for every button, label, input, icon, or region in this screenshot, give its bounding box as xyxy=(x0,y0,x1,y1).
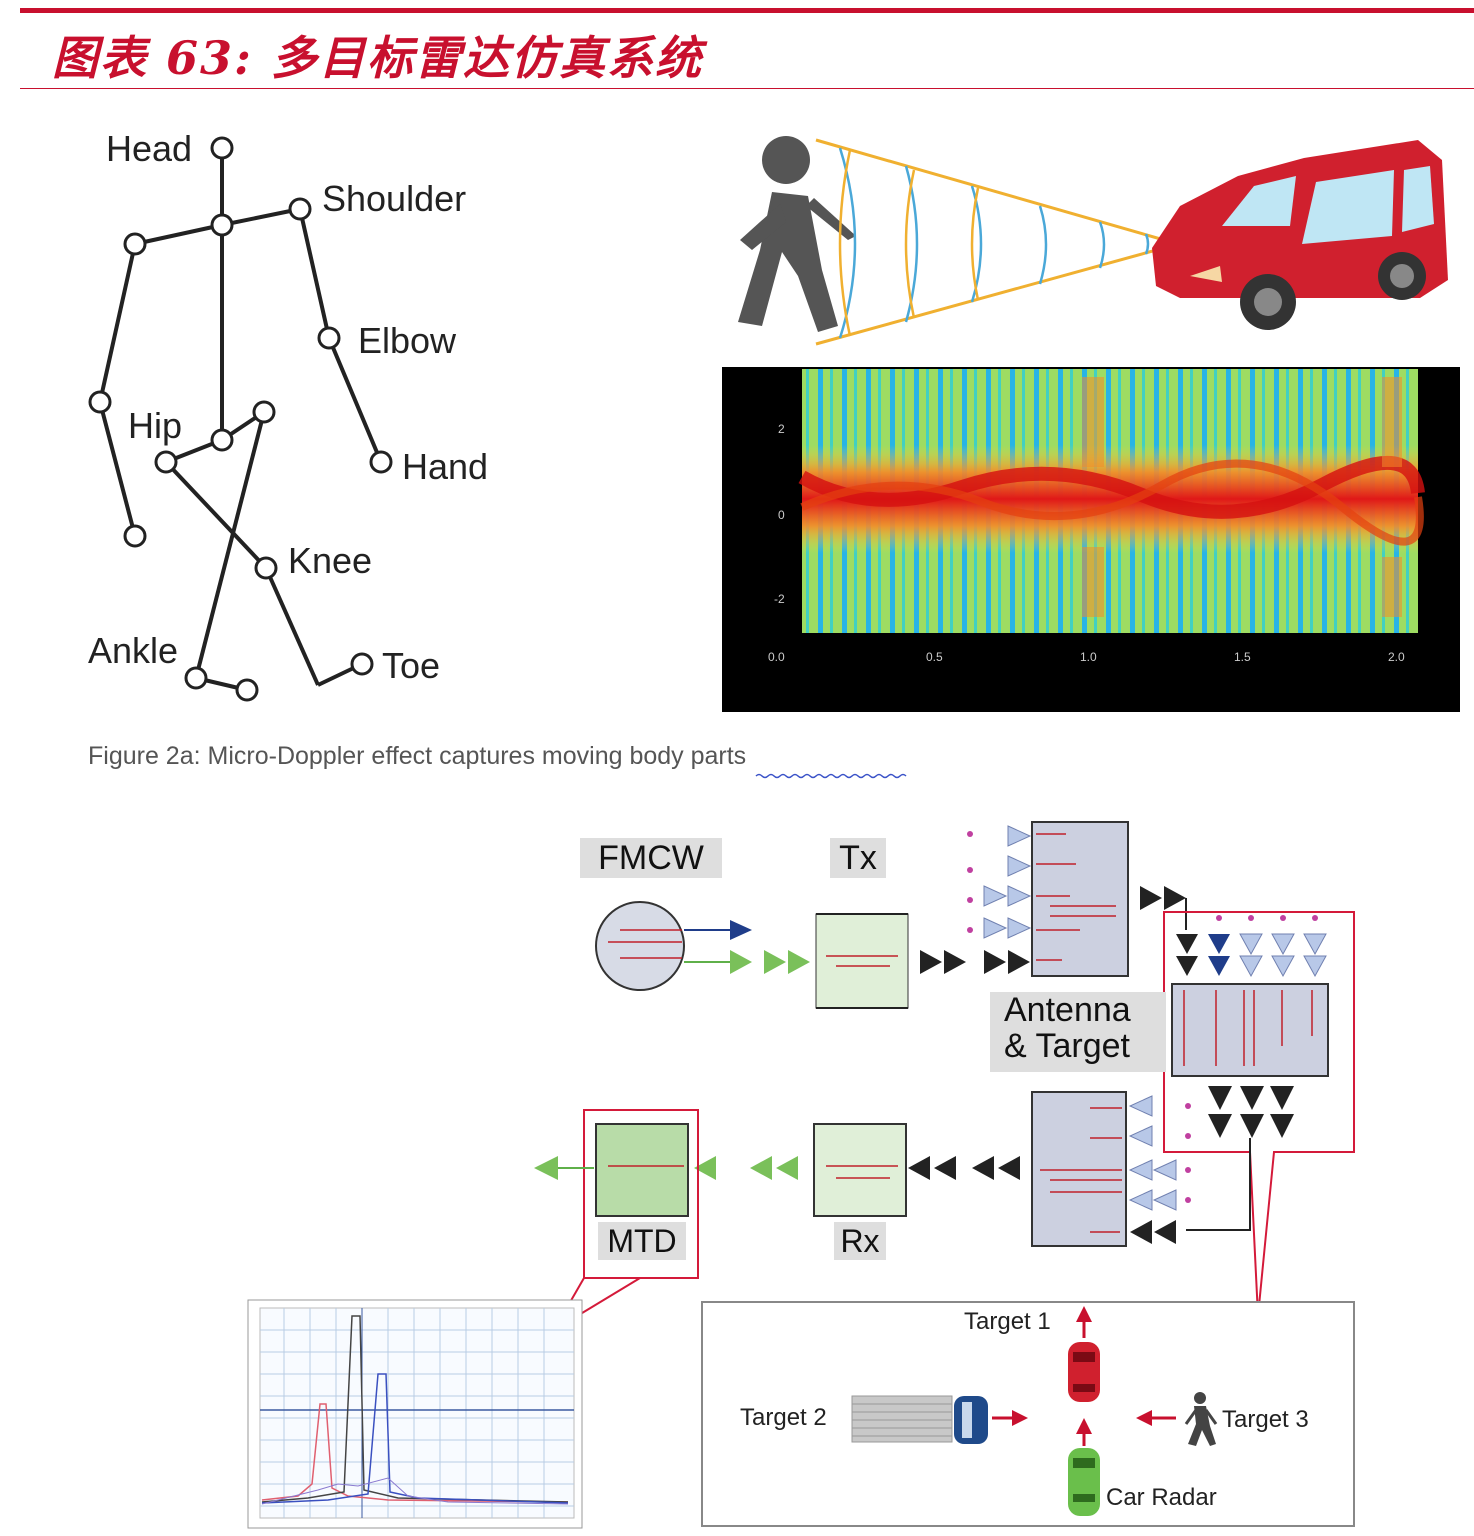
spec-ytick-1: 0 xyxy=(778,508,785,522)
target3-label: Target 3 xyxy=(1222,1406,1309,1433)
car-radar-icon xyxy=(1068,1418,1100,1516)
spec-xtick-4: 2.0 xyxy=(1388,650,1405,664)
spellcheck-underline xyxy=(755,773,907,779)
antenna-target-label: Antenna & Target xyxy=(990,992,1166,1072)
spec-xtick-0: 0.0 xyxy=(768,650,785,664)
label-ankle: Ankle xyxy=(88,630,179,671)
spec-xtick-1: 0.5 xyxy=(926,650,943,664)
spec-ytick-2: -2 xyxy=(774,592,785,606)
mtd-output-plot xyxy=(247,1299,583,1529)
pedestrian-radar-illustration xyxy=(738,136,1448,346)
target2-truck-icon xyxy=(851,1395,1028,1444)
spec-ytick-0: 2 xyxy=(778,422,785,436)
skeleton-figure xyxy=(88,136,393,702)
top-accent-bar xyxy=(20,8,1474,13)
spec-xtick-3: 1.5 xyxy=(1234,650,1251,664)
car-radar-label: Car Radar xyxy=(1106,1484,1217,1511)
title-rule xyxy=(20,88,1474,89)
target3-pedestrian-icon xyxy=(1136,1392,1218,1446)
antenna-label-line2: & Target xyxy=(1004,1027,1131,1065)
radar-waves xyxy=(838,147,1150,339)
micro-doppler-spectrogram xyxy=(722,367,1460,712)
spec-xtick-2: 1.0 xyxy=(1080,650,1097,664)
target1-label: Target 1 xyxy=(964,1308,1051,1335)
mtd-label: MTD xyxy=(598,1222,686,1260)
target-scene xyxy=(701,1301,1355,1527)
tx-label: Tx xyxy=(830,838,886,878)
car-icon xyxy=(1152,140,1448,330)
label-elbow: Elbow xyxy=(358,320,457,361)
label-hip: Hip xyxy=(128,405,183,446)
target1-car-icon xyxy=(1068,1306,1100,1402)
label-head: Head xyxy=(106,128,193,169)
block-diagram xyxy=(534,821,1355,1331)
walking-person-icon xyxy=(738,136,856,332)
label-hand: Hand xyxy=(402,446,489,487)
label-knee: Knee xyxy=(288,540,373,581)
label-toe: Toe xyxy=(382,645,441,686)
figure-title: 图表 63: 多目标雷达仿真系统 xyxy=(52,31,704,85)
radar-beam-cone xyxy=(815,138,1179,346)
figure-caption: Figure 2a: Micro-Doppler effect captures… xyxy=(88,742,747,770)
fmcw-label: FMCW xyxy=(580,838,722,878)
radar-waves-yellow xyxy=(838,149,980,337)
target2-label: Target 2 xyxy=(740,1404,827,1431)
antenna-label-line1: Antenna xyxy=(1004,991,1131,1029)
rx-label: Rx xyxy=(834,1222,886,1260)
label-shoulder: Shoulder xyxy=(322,178,467,219)
